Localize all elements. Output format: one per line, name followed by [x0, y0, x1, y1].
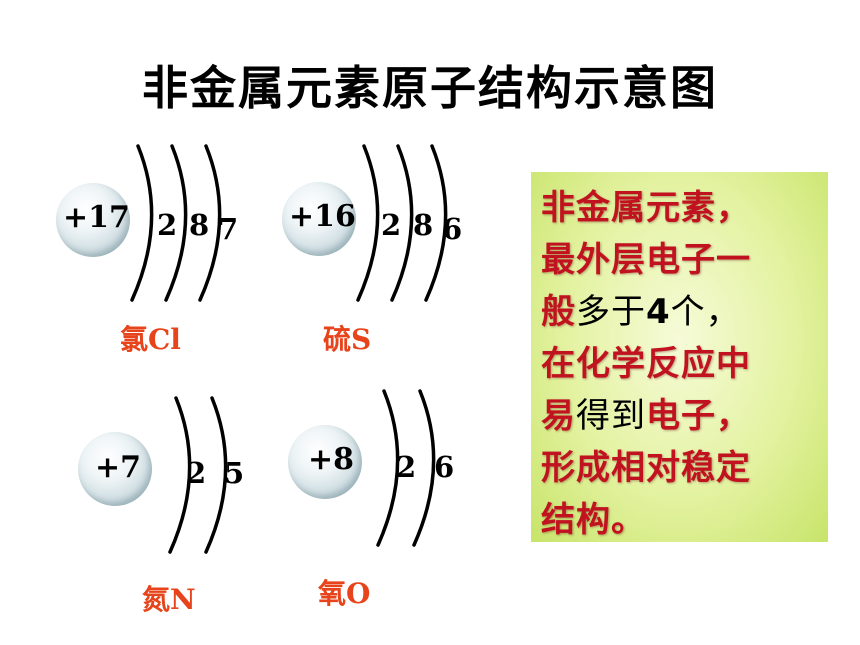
page-title: 非金属元素原子结构示意图 [142, 61, 718, 115]
note-text: 多于 [576, 292, 646, 332]
shell-count-2: 8 [189, 208, 210, 242]
shell-arc-1 [168, 396, 192, 554]
note-line-3: 般多于4个， [541, 284, 741, 333]
shell-count-3: 6 [442, 212, 463, 246]
nuclear-charge: +17 [63, 200, 130, 235]
shell-count-1: 2 [157, 208, 178, 242]
note-text: 易 [541, 396, 576, 436]
nucleus [78, 432, 152, 506]
shell-count-2: 5 [224, 456, 245, 490]
shell-count-1: 2 [396, 450, 417, 484]
shell-arc-1 [356, 144, 380, 302]
shell-count-3: 7 [218, 212, 239, 246]
summary-note-box: 非金属元素， 最外层电子一 般多于4个， 在化学反应中 易得到电子， 形成相对稳… [531, 172, 828, 542]
shell-count-1: 2 [381, 208, 402, 242]
nucleus [288, 425, 362, 499]
shell-arc-3 [424, 144, 448, 302]
element-label: 氮N [142, 583, 196, 616]
shell-arc-2 [390, 144, 414, 302]
element-label: 硫S [323, 323, 372, 356]
nuclear-charge: +8 [308, 442, 355, 477]
note-text: 个， [670, 292, 741, 332]
nuclear-charge: +7 [95, 450, 142, 485]
element-label: 氧O [318, 577, 371, 610]
note-line-4: 在化学反应中 [541, 344, 751, 384]
nucleus [282, 182, 356, 256]
electron-shells [130, 144, 222, 302]
note-text: 电子， [646, 396, 751, 436]
note-line-7: 结构。 [541, 500, 646, 540]
electron-shells [168, 396, 228, 554]
note-line-6: 形成相对稳定 [541, 448, 751, 488]
electron-shells [356, 144, 448, 302]
shell-arc-2 [164, 144, 188, 302]
note-number: 4 [646, 292, 671, 332]
note-text: 得到 [576, 396, 646, 436]
shell-arc-3 [198, 144, 222, 302]
shell-arc-1 [376, 389, 400, 547]
note-line-5: 易得到电子， [541, 388, 751, 437]
shell-arc-2 [412, 389, 436, 547]
note-line-2: 最外层电子一 [541, 240, 751, 280]
note-text: 般 [541, 292, 576, 332]
note-line-1: 非金属元素， [541, 188, 751, 228]
shell-count-2: 8 [413, 208, 434, 242]
shell-arc-2 [204, 396, 228, 554]
nucleus [56, 183, 130, 257]
electron-shells [376, 389, 436, 547]
shell-arc-1 [130, 144, 154, 302]
element-label: 氯Cl [120, 323, 181, 356]
nuclear-charge: +16 [289, 199, 356, 234]
shell-count-2: 6 [434, 450, 455, 484]
shell-count-1: 2 [186, 456, 207, 490]
